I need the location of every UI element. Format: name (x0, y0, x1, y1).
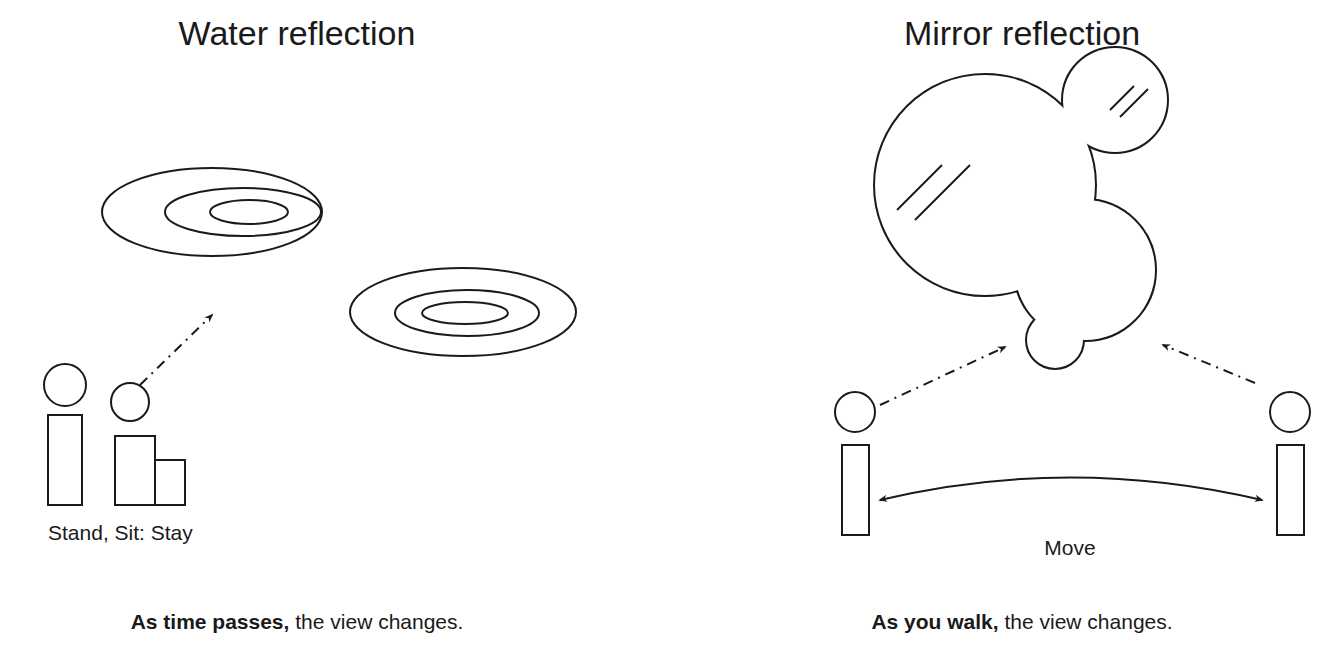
section-heading: Mirror reflection (904, 14, 1140, 52)
gaze-arrow (140, 315, 212, 385)
standing-person (44, 364, 86, 505)
caption: the view changes. (295, 610, 463, 633)
figure-label: Stand, Sit: Stay (48, 521, 193, 544)
move-arrow (880, 478, 1262, 501)
caption: As you walk, (871, 610, 998, 633)
caption: As time passes, (131, 610, 290, 633)
walking-person (1270, 392, 1310, 535)
water-ripple (350, 268, 576, 356)
gaze-arrow (1163, 345, 1255, 383)
sitting-person (111, 383, 185, 505)
caption-line: As you walk, the view changes. (871, 610, 1172, 634)
walking-person (835, 392, 875, 535)
figure-label: Move (1044, 536, 1095, 559)
section-heading-line: Mirror reflection (904, 14, 1140, 53)
figure-label-line: Stand, Sit: Stay (48, 521, 193, 545)
mirror-shape (875, 48, 1167, 368)
caption: the view changes. (1004, 610, 1172, 633)
water-ripple (102, 168, 322, 256)
figure-label-line: Move (1044, 536, 1095, 560)
section-heading: Water reflection (179, 14, 416, 52)
gaze-arrow (880, 347, 1005, 405)
section-heading-line: Water reflection (179, 14, 416, 53)
caption-line: As time passes,the view changes. (131, 610, 464, 634)
